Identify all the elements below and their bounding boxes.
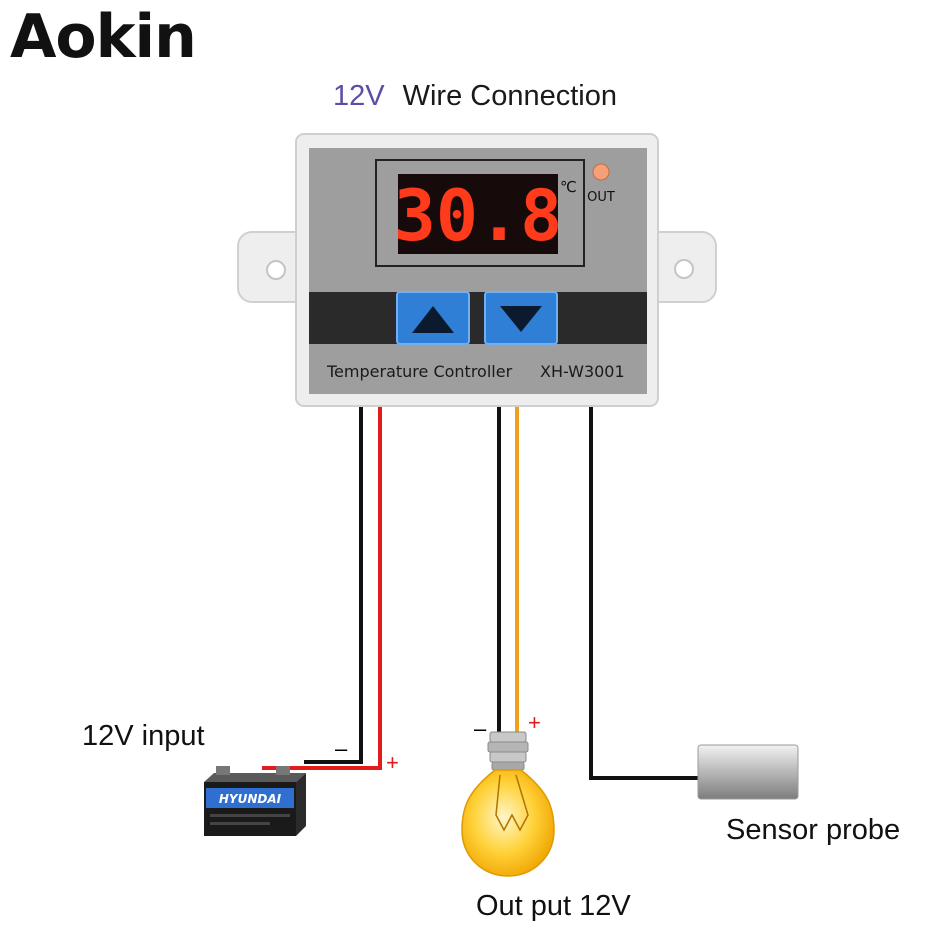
output-positive-sign: + [528, 710, 541, 735]
battery-brand: HYUNDAI [219, 792, 282, 806]
button-band [309, 292, 647, 344]
label-output-12v: Out put 12V [476, 890, 631, 922]
label-sensor-probe: Sensor probe [726, 814, 901, 846]
diagram-title: 12V Wire Connection [0, 80, 950, 113]
wire-input-positive [262, 405, 382, 770]
temperature-controller: 30.8 ℃ OUT Temperature Controller XH-W30… [237, 133, 717, 407]
battery-icon: HYUNDAI [204, 766, 306, 836]
sensor-probe-icon [697, 744, 799, 800]
label-12v-input: 12V input [82, 720, 205, 752]
light-bulb-icon [461, 731, 555, 877]
down-button[interactable] [484, 291, 558, 345]
display-unit: ℃ [560, 178, 577, 196]
out-led-label: OUT [587, 190, 615, 205]
out-led-icon [592, 163, 610, 181]
display-value: 30.8 [394, 175, 563, 257]
triangle-up-icon [412, 306, 454, 333]
triangle-down-icon [500, 306, 542, 332]
display-screen [398, 174, 558, 254]
title-voltage: 12V [333, 80, 385, 112]
input-positive-sign: + [386, 750, 399, 775]
output-negative-sign: – [474, 716, 487, 741]
mount-hole-left [266, 260, 286, 280]
input-negative-sign: – [335, 736, 348, 761]
title-text: Wire Connection [402, 80, 617, 112]
wires [262, 405, 700, 780]
device-name: Temperature Controller [326, 362, 513, 381]
wire-input-negative [304, 405, 363, 764]
mount-hole-right [674, 259, 694, 279]
brand-logo: Aokin [10, 2, 197, 72]
device-model: XH-W3001 [540, 362, 625, 381]
up-button[interactable] [396, 291, 470, 345]
wire-sensor [589, 405, 700, 780]
